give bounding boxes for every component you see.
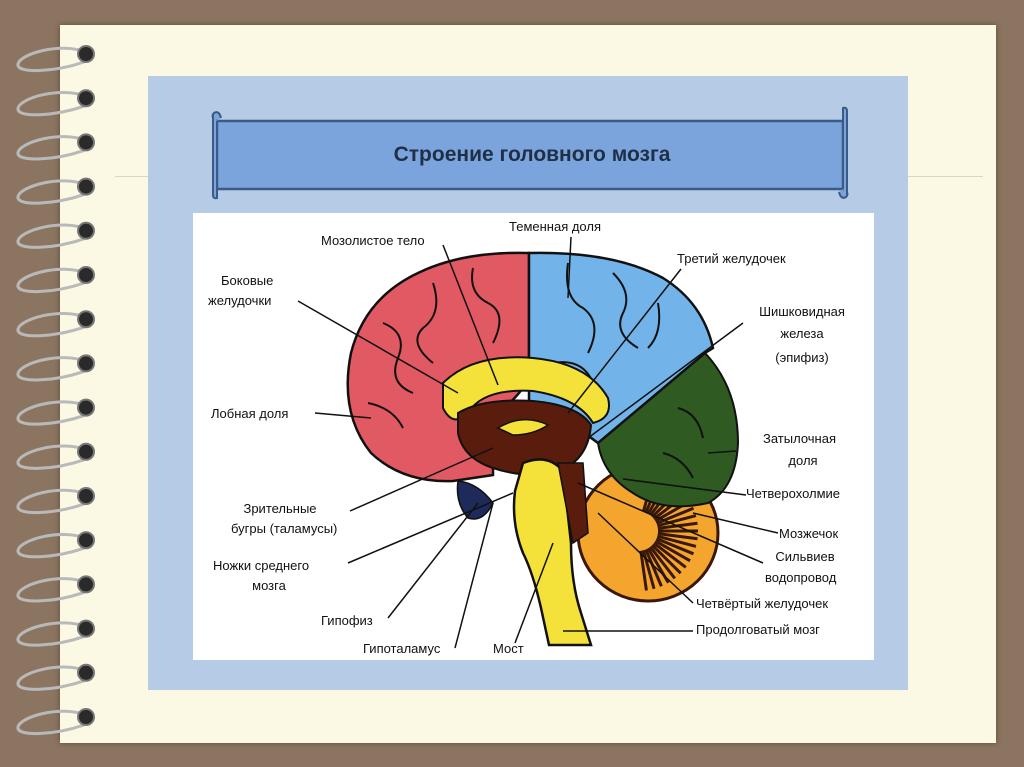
label-lateral-ventricles-line2: желудочки xyxy=(208,290,271,312)
binding-hole xyxy=(78,444,94,460)
label-aqueduct-line1: Сильвиев xyxy=(760,546,850,568)
binding-ring xyxy=(18,92,86,114)
binding-hole xyxy=(78,311,94,327)
binding-ring xyxy=(18,579,86,601)
label-hypothalamus: Гипоталамус xyxy=(363,638,440,660)
pituitary-shape xyxy=(457,481,493,519)
binding-hole xyxy=(78,709,94,725)
binding-ring xyxy=(18,181,86,203)
binding-ring xyxy=(18,623,86,645)
binding-hole xyxy=(78,267,94,283)
binding-hole xyxy=(78,665,94,681)
binding-ring xyxy=(18,48,86,70)
page-title: Строение головного мозга xyxy=(222,122,842,188)
binding-ring xyxy=(18,269,86,291)
binding-hole xyxy=(78,46,94,62)
label-thalamus-line1: Зрительные xyxy=(215,498,345,520)
label-cerebral-peduncles-line2: мозга xyxy=(213,575,325,597)
label-pineal-line1: Шишковидная xyxy=(742,301,862,323)
label-parietal-lobe: Теменная доля xyxy=(509,216,601,238)
binding-ring xyxy=(18,711,86,733)
label-pineal-line2: железа xyxy=(742,323,862,345)
label-occipital-lobe-line2: доля xyxy=(763,450,843,472)
binding-ring xyxy=(18,667,86,689)
spiral-binding-icon xyxy=(0,0,110,767)
label-thalamus-line2: бугры (таламусы) xyxy=(231,518,337,540)
binding-ring xyxy=(18,402,86,424)
binding-ring xyxy=(18,137,86,159)
label-pituitary: Гипофиз xyxy=(321,610,373,632)
binding-hole xyxy=(78,621,94,637)
label-pineal-line3: (эпифиз) xyxy=(742,347,862,369)
label-medulla: Продолговатый мозг xyxy=(696,619,820,641)
label-occipital-lobe-line1: Затылочная xyxy=(763,428,836,450)
binding-ring xyxy=(18,313,86,335)
binding-ring xyxy=(18,446,86,468)
label-cerebellum: Мозжечок xyxy=(779,523,838,545)
binding-hole xyxy=(78,532,94,548)
label-frontal-lobe: Лобная доля xyxy=(211,403,288,425)
binding-ring xyxy=(18,358,86,380)
label-aqueduct-line2: водопровод xyxy=(765,567,836,589)
label-third-ventricle: Третий желудочек xyxy=(677,248,786,270)
binding-hole xyxy=(78,355,94,371)
binding-hole xyxy=(78,179,94,195)
binding-hole xyxy=(78,576,94,592)
label-cerebral-peduncles-line1: Ножки среднего xyxy=(213,555,309,577)
label-corpus-callosum: Мозолистое тело xyxy=(321,230,425,252)
binding-hole xyxy=(78,400,94,416)
binding-hole xyxy=(78,488,94,504)
binding-hole xyxy=(78,134,94,150)
binding-ring xyxy=(18,225,86,247)
binding-hole xyxy=(78,223,94,239)
label-lateral-ventricles-line1: Боковые xyxy=(221,270,273,292)
label-quadrigemina: Четверохолмие xyxy=(746,483,840,505)
brain-diagram: Мозолистое тело Теменная доля Третий жел… xyxy=(193,213,874,660)
label-fourth-ventricle: Четвёртый желудочек xyxy=(696,593,828,615)
binding-hole xyxy=(78,90,94,106)
binding-ring xyxy=(18,490,86,512)
label-pons: Мост xyxy=(493,638,524,660)
binding-ring xyxy=(18,534,86,556)
